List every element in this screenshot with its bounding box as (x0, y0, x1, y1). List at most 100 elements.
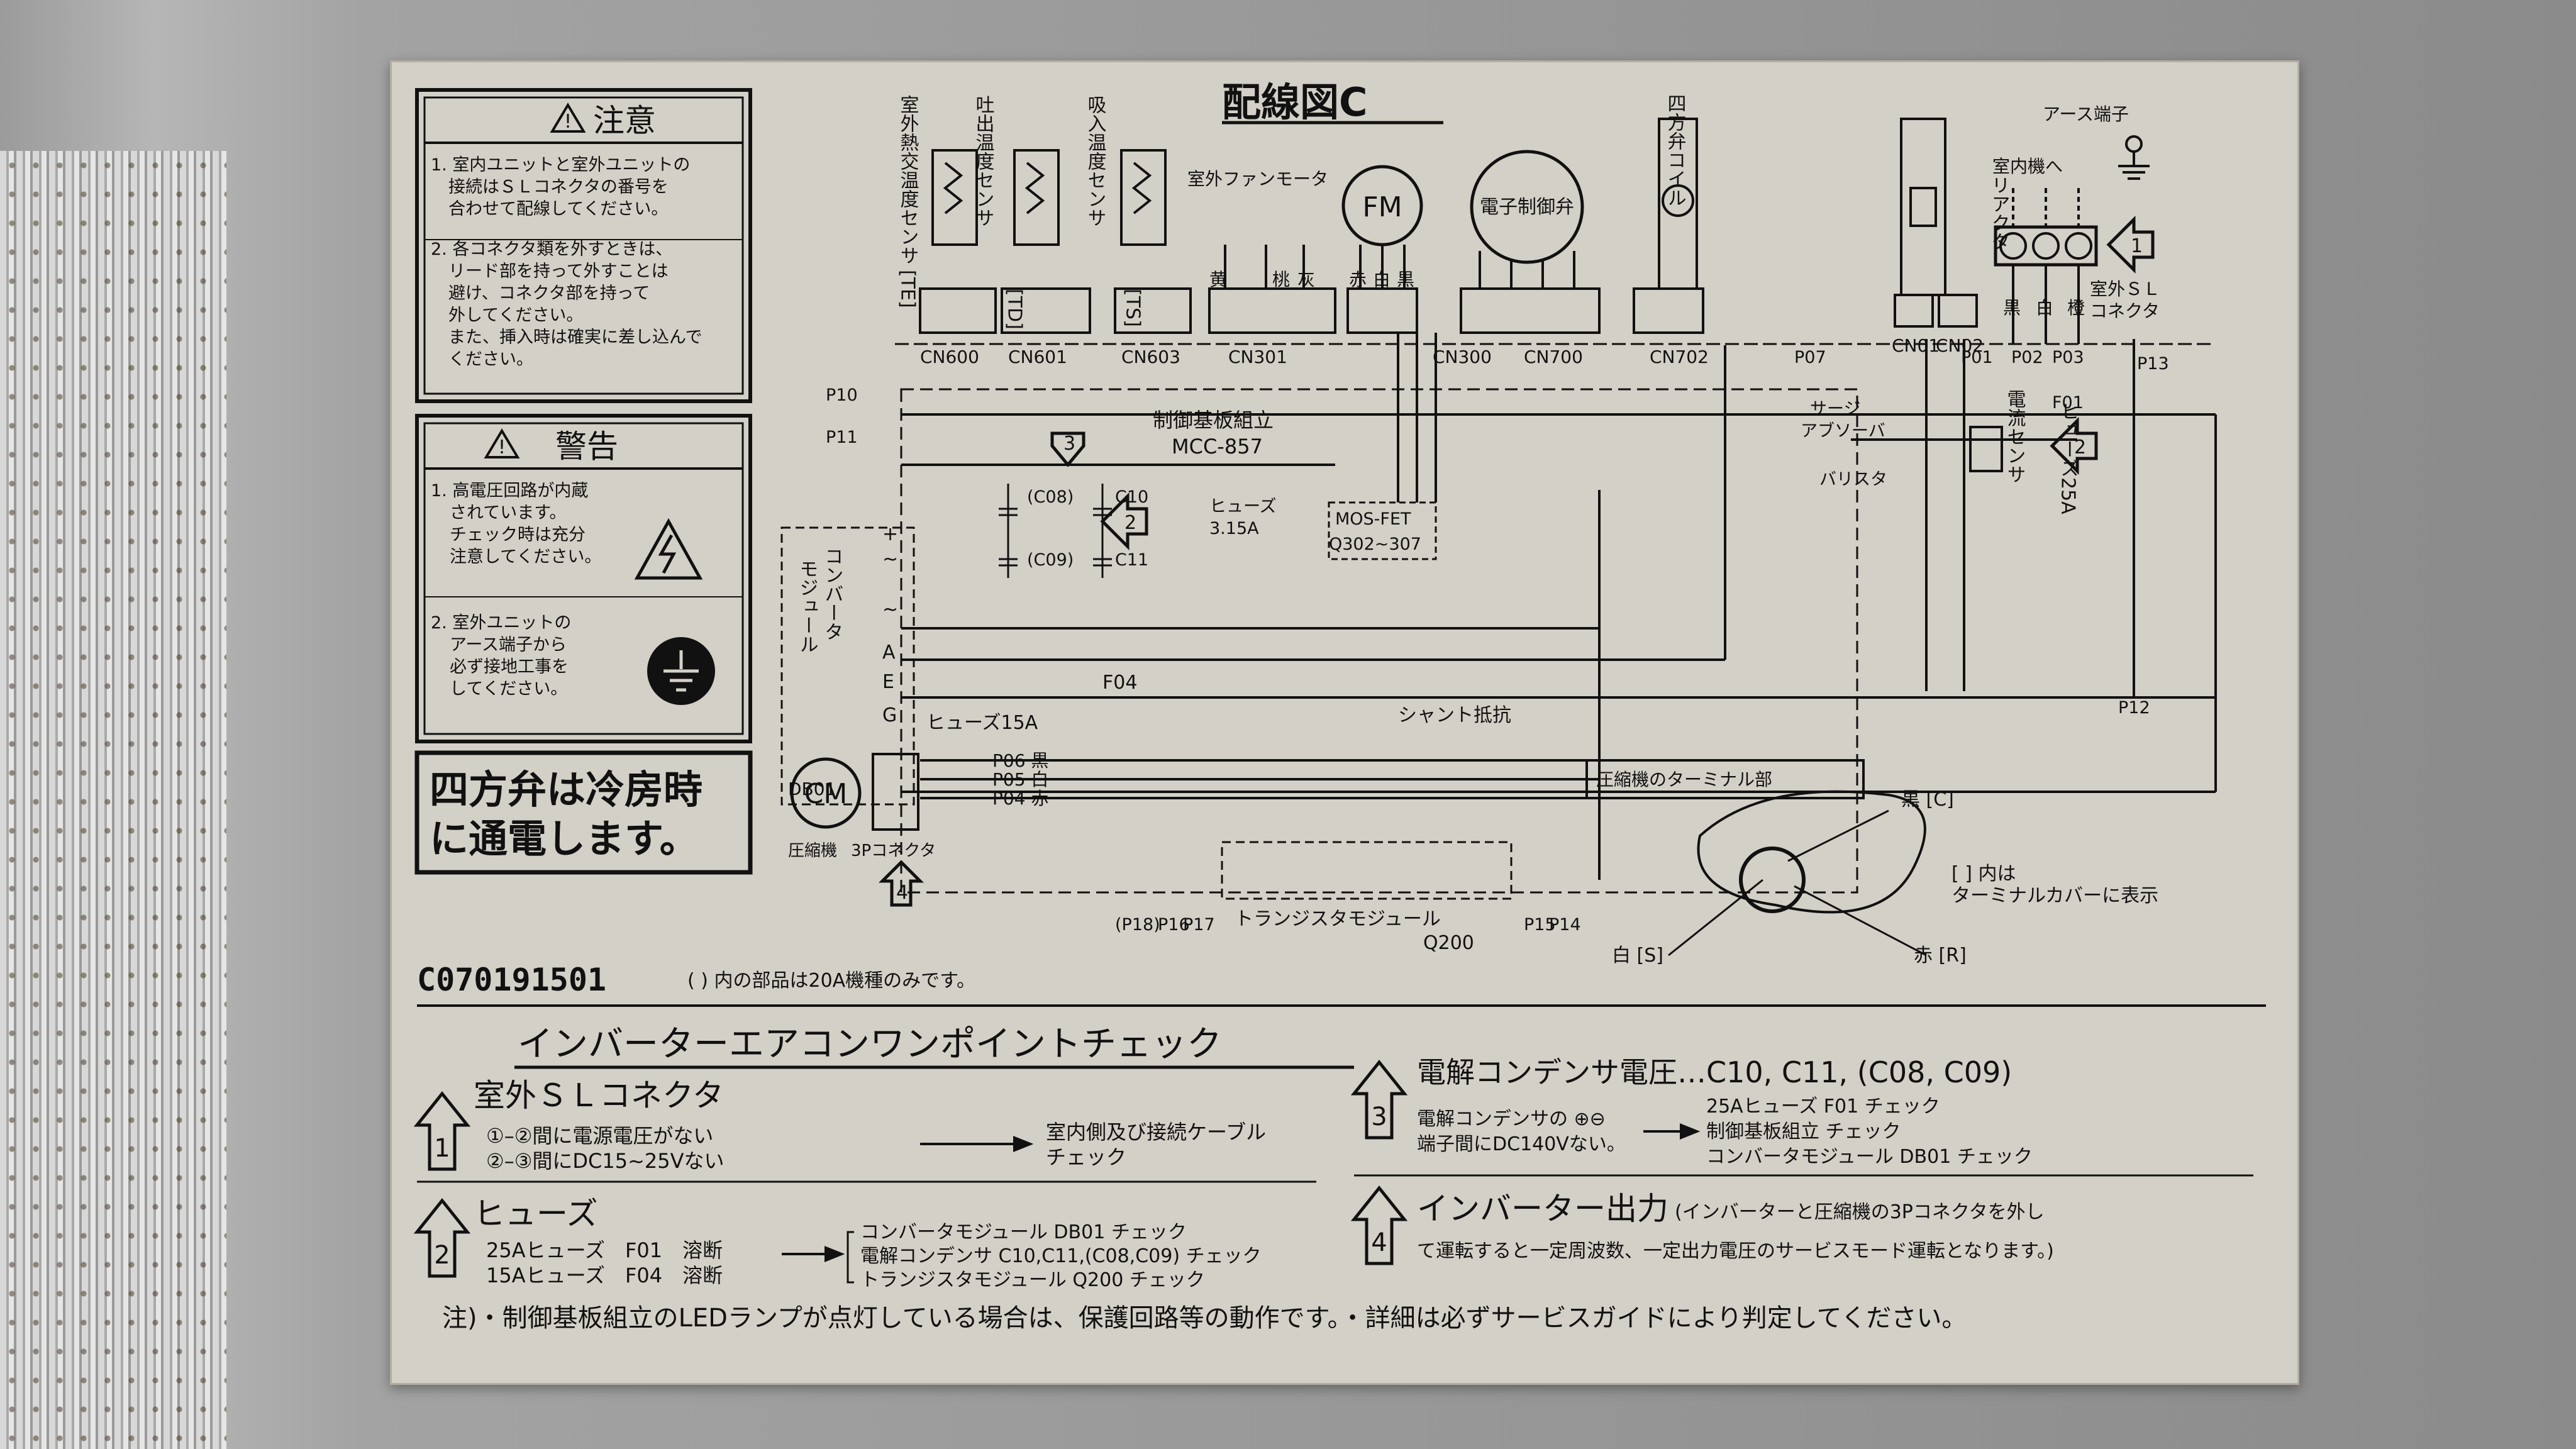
converter-module (780, 526, 915, 806)
caution-line: 2. 各コネクタ類を外すときは、 (431, 240, 672, 259)
svg-text:トランジスタモジュール Q200 チェック: トランジスタモジュール Q200 チェック (860, 1269, 1205, 1291)
terminal-p02: P02 (2011, 348, 2043, 367)
terminal-p17: P17 (1183, 915, 1215, 935)
compressor-terminal-label: 圧縮機のターミナル部 (1596, 769, 1772, 790)
surge-label: サージ (1810, 399, 1860, 419)
warning-box: ! 警告 1. 高電圧回路が内蔵 されています。 チェック時は充分 注意してくだ… (415, 414, 752, 743)
terminal-p14: P14 (1549, 915, 1581, 935)
cn600-label: CN600 (920, 347, 979, 367)
cn301-label: CN301 (1228, 347, 1287, 367)
svg-text:!: ! (498, 436, 506, 458)
caution-box: ! 注意 1. 室内ユニットと室外ユニットの 接続はＳＬコネクタの番号を 合わせ… (415, 88, 752, 403)
terminal-p10: P10 (826, 386, 858, 405)
notice-line: 四方弁は冷房時 (430, 767, 702, 813)
board-name: 制御基板組立 (1153, 408, 1274, 432)
check-title: インバーターエアコンワンポイントチェック (518, 1024, 1222, 1065)
warning-line: 注意してください。 (450, 547, 601, 567)
check-4: 4 インバーター出力 (インバーターと圧縮機の3Pコネクタを外し て運転すると一… (1350, 1185, 2054, 1265)
varistor-label: バリスタ (1819, 470, 1887, 489)
conv-pin: + (882, 523, 898, 545)
check3-title: 電解コンデンサ電圧…C10, C11, (C08, C09) (1417, 1055, 2012, 1089)
four-way-coil (1658, 118, 1698, 290)
notice-line: に通電します。 (430, 816, 699, 862)
cn603-label: CN603 (1121, 347, 1180, 367)
warning-line: 1. 高電圧回路が内蔵 (431, 481, 588, 501)
cap-c09: (C09) (1027, 550, 1074, 570)
terminal-black: 黒 [C] (1901, 789, 1954, 811)
caution-line: 外してください。 (448, 306, 583, 325)
svg-text:電解コンデンサ C10,C11,(C08,C09) チェック: 電解コンデンサ C10,C11,(C08,C09) チェック (860, 1245, 1262, 1267)
earth-ground-icon (647, 637, 715, 705)
sl-wire-black: 黒 (2003, 297, 2021, 318)
warning-line: チェック時は充分 (450, 525, 586, 545)
converter-label: コンバータ (821, 547, 843, 641)
svg-text:チェック: チェック (1046, 1145, 1126, 1169)
caution-line: 接続はＳＬコネクタの番号を (448, 177, 669, 197)
sl-connector (1994, 188, 2098, 344)
reactor-label: リアクタ (1988, 175, 2010, 251)
sensor-te-label: 室外熱交温度センサ (897, 95, 919, 265)
svg-text:て運転すると一定周波数、一定出力電圧のサービスモード運転とな: て運転すると一定周波数、一定出力電圧のサービスモード運転となります。) (1417, 1240, 2054, 1262)
compressor-motor (790, 757, 862, 829)
cap-c11: C11 (1115, 550, 1148, 570)
wiring-diagram: ! 注意 1. 室内ユニットと室外ユニットの 接続はＳＬコネクタの番号を 合わせ… (413, 79, 2266, 1333)
caution-heading: 注意 (593, 103, 656, 139)
check2-title: ヒューズ (474, 1196, 598, 1232)
board-model: MCC-857 (1172, 435, 1263, 458)
check1-title: 室外ＳＬコネクタ (474, 1077, 724, 1114)
svg-text:コンバータモジュール DB01 チェック: コンバータモジュール DB01 チェック (860, 1221, 1187, 1243)
sl-connector-label: 室外ＳＬ (2090, 279, 2160, 299)
caution-line: また、挿入時は確実に差し込んで (448, 328, 702, 347)
board-wiring (900, 333, 2217, 894)
terminal-p03: P03 (2052, 348, 2084, 367)
wire-pink: 桃 (1272, 269, 1290, 290)
cap-c08: (C08) (1027, 487, 1074, 507)
fan-motor: FM 室外ファンモータ (1187, 165, 1423, 289)
note-20a: ( ) 内の部品は20A機種のみです。 (687, 970, 975, 992)
warning-line: アース端子から (450, 635, 567, 655)
cn01-label: CN01 (1892, 335, 1940, 356)
cn601-label: CN601 (1008, 347, 1067, 367)
cn702-label: CN702 (1650, 347, 1709, 367)
compressor-label: 圧縮機 (788, 841, 837, 860)
fuse15-label: ヒューズ15A (926, 712, 1038, 734)
terminal-note: [ ] 内は (1951, 863, 2016, 885)
sl-wire-orange: 橙 (2067, 297, 2085, 318)
cap-c10: C10 (1115, 487, 1148, 507)
current-sensor (1969, 426, 2003, 472)
shunt-label: シャント抵抗 (1398, 704, 1511, 726)
part-number: C070191501 (417, 962, 606, 998)
svg-text:1: 1 (434, 1134, 450, 1163)
caution-line: 合わせて配線してください。 (448, 199, 668, 219)
svg-text:4: 4 (896, 882, 908, 904)
wire-red: 赤 (1349, 269, 1367, 290)
check4-title: インバーター出力 (1417, 1191, 1668, 1227)
mosfet-box (1328, 501, 1437, 560)
caution-line: 1. 室内ユニットと室外ユニットの (431, 155, 690, 175)
check-1: 1 室外ＳＬコネクタ ①–②間に電源電圧がない ②–③間にDC15~25Vない … (413, 1077, 1266, 1173)
warning-triangle-icon (484, 428, 520, 458)
svg-text:4: 4 (1371, 1228, 1387, 1257)
sensor-td-label: 吐出温度センサ (972, 95, 994, 227)
terminal-white: 白 [S] (1612, 945, 1663, 967)
terminal-p13: P13 (2137, 354, 2169, 374)
sensor-thermistors (931, 149, 1167, 246)
cm-label: CM (804, 778, 848, 810)
earth-terminal-label: アース端子 (2043, 104, 2129, 125)
notice-box: 四方弁は冷房時 に通電します。 (414, 750, 753, 875)
caution-line: ください。 (448, 350, 533, 369)
svg-text:2: 2 (2074, 436, 2086, 458)
terminal-cover-diagram (1668, 790, 1927, 957)
caution-line: リード部を持って外すことは (448, 262, 669, 281)
sensor-td-code: [TD] (1004, 289, 1026, 330)
conv-pin: A (882, 641, 896, 663)
svg-text:2: 2 (434, 1241, 450, 1270)
footer-note: 注)・制御基板組立のLEDランプが点灯している場合は、保護回路等の動作です。・詳… (442, 1304, 1967, 1333)
terminal-p16: P16 (1158, 915, 1190, 935)
cn02-label: CN02 (1936, 335, 1984, 356)
mosfet-range: Q302~307 (1329, 535, 1421, 554)
transistor-label: トランジスタモジュール (1235, 908, 1441, 930)
conv-pin: E (882, 671, 894, 693)
converter-label: モジュール (796, 559, 818, 653)
fuse-315-label: ヒューズ (1209, 497, 1277, 516)
